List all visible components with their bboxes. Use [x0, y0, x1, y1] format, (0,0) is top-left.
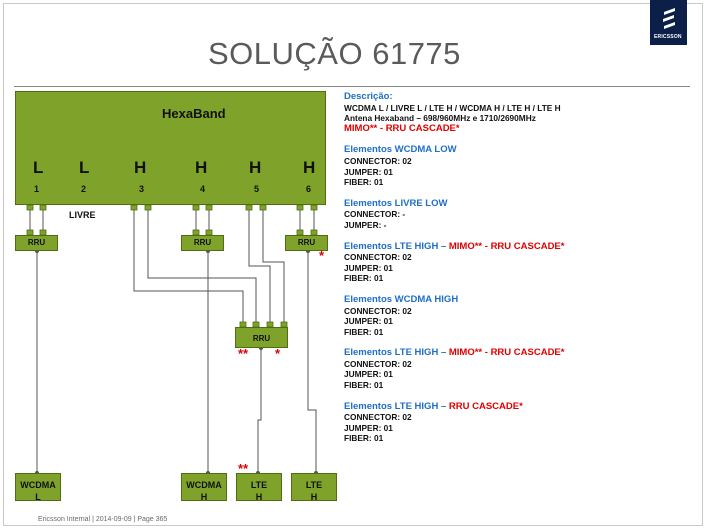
band-number-2: 2	[81, 184, 87, 194]
elements-block: Elementos WCDMA LOW CONNECTOR: 02 JUMPER…	[344, 144, 694, 188]
jumper-count: JUMPER: 01	[344, 166, 393, 177]
port-connector	[296, 204, 304, 211]
connector-count: CONNECTOR: 02	[344, 305, 412, 316]
description-line: WCDMA L / LIVRE L / LTE H / WCDMA H / LT…	[344, 102, 561, 113]
connector-count: CONNECTOR: 02	[344, 155, 412, 166]
elements-title: Elementos LTE HIGH – MIMO** - RRU CASCAD…	[344, 347, 565, 359]
connector-count: CONNECTOR: -	[344, 209, 406, 220]
antenna-line2: L	[35, 492, 41, 502]
jumper-count: JUMPER: 01	[344, 262, 393, 273]
fiber-count: FIBER: 01	[344, 326, 384, 337]
elements-block: Elementos LIVRE LOW CONNECTOR: - JUMPER:…	[344, 197, 694, 231]
band-number-4: 4	[200, 184, 206, 194]
elements-title: Elementos LTE HIGH – RRU CASCADE*	[344, 400, 523, 412]
jumper-count: JUMPER: 01	[344, 316, 393, 327]
elements-title: Elementos LTE HIGH – MIMO** - RRU CASCAD…	[344, 240, 565, 252]
port-connector	[245, 204, 253, 211]
title-divider	[14, 86, 690, 87]
elements-block: Elementos WCDMA HIGH CONNECTOR: 02 JUMPE…	[344, 293, 694, 337]
elements-block: Elementos LTE HIGH – RRU CASCADE* CONNEC…	[344, 400, 694, 444]
hexaband-label: HexaBand	[162, 106, 226, 121]
elements-title: Elementos WCDMA HIGH	[344, 293, 459, 305]
connector-count: CONNECTOR: 02	[344, 358, 412, 369]
jumper-count: JUMPER: -	[344, 219, 387, 230]
connector-count: CONNECTOR: 02	[344, 252, 412, 263]
description-block: Descrição: WCDMA L / LIVRE L / LTE H / W…	[344, 91, 694, 134]
port-connector	[310, 204, 318, 211]
mimo-star: **	[238, 346, 249, 361]
slide-footer: Ericsson Internal | 2014-09-09 | Page 36…	[38, 516, 168, 523]
antenna-wcdma-high: WCDMA H	[181, 473, 227, 502]
logo-text: ERICSSON	[654, 34, 682, 40]
cascade-star: *	[319, 248, 325, 263]
band-letter-4: H	[195, 158, 208, 177]
description-heading: Descrição:	[344, 91, 393, 102]
jumper-count: JUMPER: 01	[344, 422, 393, 433]
description-note: MIMO** - RRU CASCADE*	[344, 122, 460, 134]
ericsson-logo: ERICSSON	[650, 0, 687, 45]
description-panel: Descrição: WCDMA L / LIVRE L / LTE H / W…	[344, 91, 694, 455]
antenna-line1: WCDMA	[20, 480, 56, 490]
fiber-count: FIBER: 01	[344, 177, 384, 188]
antenna-line2: H	[310, 492, 318, 502]
antenna-line1: LTE	[305, 480, 323, 490]
band-number-6: 6	[306, 184, 312, 194]
connector-count: CONNECTOR: 02	[344, 412, 412, 423]
band-letter-6: H	[303, 158, 316, 177]
mimo-star: **	[238, 461, 249, 476]
antenna-line1: WCDMA	[186, 480, 222, 490]
band-letter-2: L	[79, 158, 90, 177]
slide-title: SOLUÇÃO 61775	[208, 36, 461, 71]
slide-frame	[3, 3, 703, 526]
port-connector	[39, 204, 47, 211]
ericsson-bars-icon	[663, 8, 675, 29]
elements-block: Elementos LTE HIGH – MIMO** - RRU CASCAD…	[344, 347, 694, 391]
rru-lte-high-mimo: RRU	[235, 327, 288, 348]
band-letter-3: H	[134, 158, 147, 177]
port-connector	[192, 204, 200, 211]
band-number-1: 1	[34, 184, 40, 194]
antenna-line1: LTE	[250, 480, 268, 490]
port-connector	[130, 204, 138, 211]
rru-lte-high-cascade: RRU	[285, 235, 328, 251]
elements-title: Elementos WCDMA LOW	[344, 144, 457, 156]
antenna-line2: H	[255, 492, 263, 502]
hexaband-antenna	[15, 91, 326, 205]
antenna-lte-high-mimo: LTE H	[236, 473, 282, 502]
rru-wcdma-low: RRU	[15, 235, 58, 251]
elements-title: Elementos LIVRE LOW	[344, 197, 448, 209]
description-line: Antena Hexaband – 698/960MHz e 1710/2690…	[344, 113, 536, 124]
band-number-5: 5	[254, 184, 260, 194]
port-connector	[26, 204, 34, 211]
elements-block: Elementos LTE HIGH – MIMO** - RRU CASCAD…	[344, 240, 694, 284]
antenna-line2: H	[200, 492, 208, 502]
band-letter-5: H	[249, 158, 262, 177]
port-connector	[144, 204, 152, 211]
antenna-wcdma-low: WCDMA L	[15, 473, 61, 502]
antenna-lte-high-cascade: LTE H	[291, 473, 337, 502]
port-connector	[259, 204, 267, 211]
fiber-count: FIBER: 01	[344, 273, 384, 284]
rru-wcdma-high: RRU	[181, 235, 224, 251]
fiber-count: FIBER: 01	[344, 380, 384, 391]
band-number-3: 3	[139, 184, 145, 194]
cascade-star: *	[275, 346, 281, 361]
band-letter-1: L	[33, 158, 44, 177]
jumper-count: JUMPER: 01	[344, 369, 393, 380]
free-port-label: LIVRE	[69, 210, 96, 220]
port-connector	[205, 204, 213, 211]
fiber-count: FIBER: 01	[344, 433, 384, 444]
